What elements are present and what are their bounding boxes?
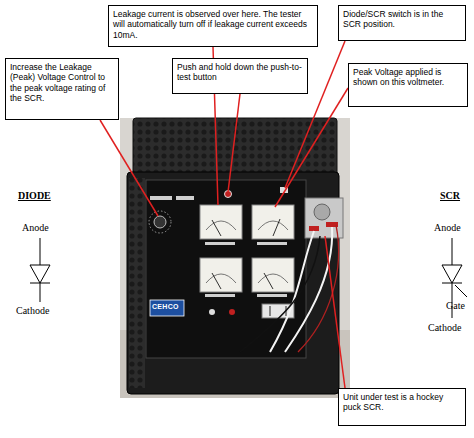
callout-box: Unit under test is a hockey puck SCR. <box>338 388 466 426</box>
terminal-name: Cathode <box>428 322 461 333</box>
panel-marking <box>257 294 287 297</box>
test-cable <box>285 227 332 352</box>
callout-box: Diode/SCR switch is in the SCR position. <box>338 5 466 41</box>
meter-scale <box>258 274 288 283</box>
scr-gate-lead <box>455 285 467 297</box>
callout-box: Peak Voltage applied is shown on this vo… <box>348 63 468 107</box>
diode-lead <box>40 238 41 265</box>
meter-face <box>252 205 294 239</box>
lower-meter <box>252 258 294 292</box>
meter-face <box>252 258 294 292</box>
terminal-name: Anode <box>434 222 461 233</box>
switch-lever <box>270 306 271 316</box>
callout-text: Unit under test is a hockey puck SCR. <box>343 392 461 413</box>
panel-marking <box>205 294 235 297</box>
meter-face <box>200 205 242 239</box>
meter-scale <box>206 221 236 230</box>
terminal-name: Gate <box>446 300 465 311</box>
case-side-foam <box>129 178 145 388</box>
voltage-control-knob <box>154 216 166 228</box>
hockey-puck-scr <box>314 204 330 220</box>
diode-lead <box>40 283 41 302</box>
panel-marking <box>150 196 172 200</box>
photo-background <box>120 118 350 398</box>
leakage-meter <box>200 205 242 239</box>
panel-jack <box>229 309 235 315</box>
meter-needle <box>212 220 221 236</box>
callout-text: Increase the Leakage (Peak) Voltage Cont… <box>10 62 114 103</box>
callout-text: Push and hold down the push-to-test butt… <box>177 62 303 83</box>
panel-marking <box>205 242 235 245</box>
meter-scale <box>258 221 288 230</box>
meter-needle <box>264 273 273 289</box>
meter-face <box>200 258 242 292</box>
meter-needle <box>273 219 280 236</box>
leader-lines <box>100 41 348 388</box>
leader-line <box>228 94 240 192</box>
leader-line <box>325 236 345 388</box>
symbol-title: DIODE <box>18 190 51 201</box>
callout-box: Push and hold down the push-to-test butt… <box>172 58 308 94</box>
meter-needle <box>212 273 221 289</box>
case-lid-foam <box>133 118 337 178</box>
leader-line <box>100 120 158 216</box>
callout-text: Diode/SCR switch is in the SCR position. <box>343 9 461 30</box>
callout-text: Leakage current is observed over here. T… <box>113 9 313 40</box>
callout-box: Increase the Leakage (Peak) Voltage Cont… <box>5 58 119 120</box>
test-cable <box>270 231 314 352</box>
diode-triangle <box>30 265 50 283</box>
meter-scale <box>206 274 236 283</box>
scr-triangle <box>442 265 462 283</box>
symbol-title: SCR <box>440 190 460 201</box>
panel-marking <box>257 242 287 245</box>
lower-meter <box>200 258 242 292</box>
voltmeter <box>252 205 294 239</box>
test-clip <box>309 226 319 231</box>
terminal-name: Anode <box>22 222 49 233</box>
diode-symbol <box>30 238 50 302</box>
scr-lead <box>452 238 453 265</box>
brand-name: CEHCO <box>152 303 179 310</box>
test-cable <box>240 236 320 352</box>
terminal-name: Cathode <box>16 305 49 316</box>
leader-line <box>275 88 348 207</box>
panel-jack <box>209 309 215 315</box>
scr-symbol <box>442 238 467 318</box>
knob-dial-scale <box>149 211 171 233</box>
callout-box: Leakage current is observed over here. T… <box>108 5 318 47</box>
callout-text: Peak Voltage applied is shown on this vo… <box>353 67 463 88</box>
brand-plate <box>150 300 184 316</box>
panel-marking <box>176 196 194 200</box>
